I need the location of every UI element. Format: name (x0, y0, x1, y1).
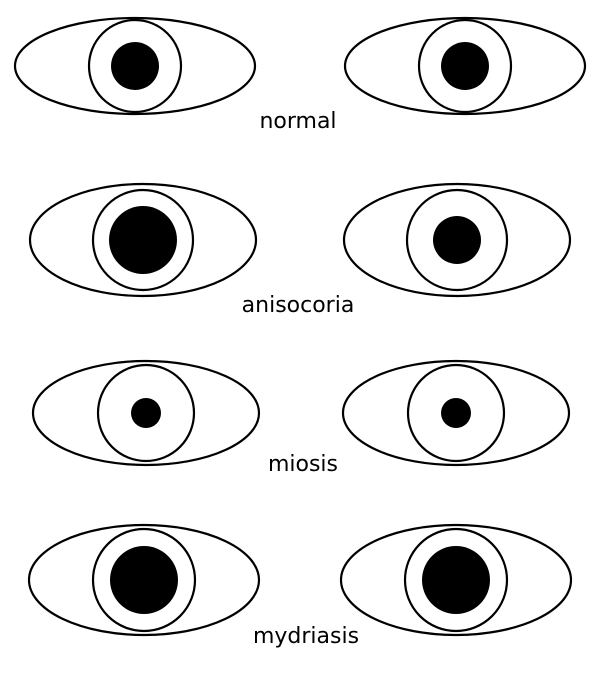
caption-mydriasis: mydriasis (253, 624, 359, 649)
right-eye (343, 16, 587, 116)
pupil (111, 42, 159, 90)
right-eye (342, 182, 572, 298)
left-eye (31, 359, 261, 467)
left-eye (13, 16, 257, 116)
left-eye (27, 523, 261, 637)
pupil (433, 216, 481, 264)
row-mydriasis: mydriasis (27, 523, 573, 649)
caption-anisocoria: anisocoria (242, 293, 355, 318)
pupil (441, 42, 489, 90)
right-eye (341, 359, 571, 467)
right-eye (339, 523, 573, 637)
pupil (441, 398, 471, 428)
pupil (109, 206, 177, 274)
caption-miosis: miosis (268, 452, 338, 477)
left-eye (28, 182, 258, 298)
row-miosis: miosis (31, 359, 571, 477)
caption-normal: normal (259, 109, 336, 134)
pupil (131, 398, 161, 428)
row-normal: normal (13, 16, 587, 134)
pupil (110, 546, 178, 614)
row-anisocoria: anisocoria (28, 182, 572, 318)
pupil (422, 546, 490, 614)
